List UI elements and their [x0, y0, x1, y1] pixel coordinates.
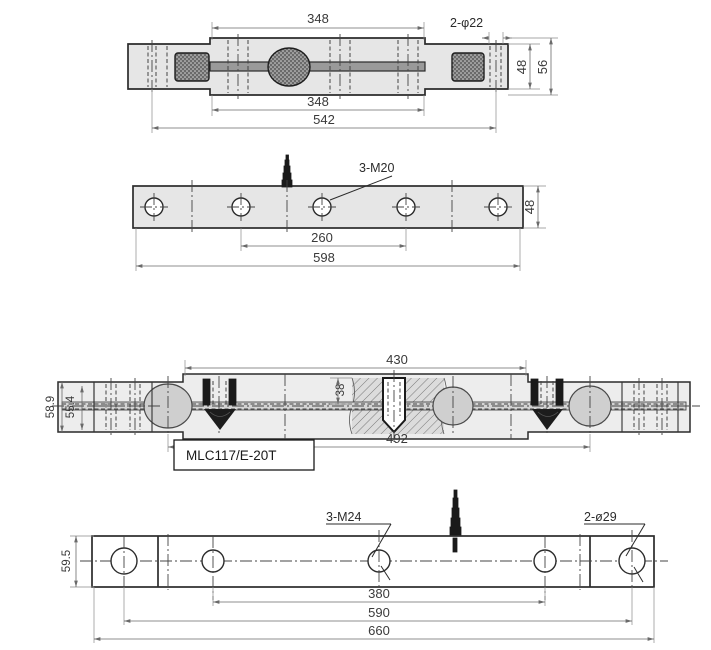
- v3-right-end-detail: [616, 378, 690, 436]
- part-label-box: [173, 439, 315, 471]
- part-label-text: MLC117/E-20T: [186, 448, 277, 463]
- v3-bolt-right: [530, 376, 564, 436]
- v4-dim-660-text: 660: [368, 623, 390, 638]
- v2-hole-group: [140, 193, 512, 221]
- v2-dim-598-text: 598: [313, 250, 335, 265]
- v1-beam-web: [209, 61, 426, 72]
- v2-callout-3-m20: 3-M20: [359, 161, 394, 175]
- v3-dim-38-text: 38: [335, 384, 347, 397]
- v1-dim-348-bottom-text: 348: [307, 94, 329, 109]
- v1-dim-48-text: 48: [514, 60, 529, 74]
- v4-callout-3-m24: 3-M24: [326, 510, 361, 524]
- v3-dim-430-text: 430: [386, 352, 408, 367]
- view-4-plan-view-large: 3-M24 2-ø29 59.5 380 590 660: [61, 489, 668, 643]
- v1-left-block: [174, 52, 210, 82]
- v4-hole-group: [110, 530, 646, 600]
- v4-dim-59-5-text: 59.5: [61, 550, 73, 572]
- v4-dim-590-text: 590: [368, 605, 390, 620]
- v4-dim-380-text: 380: [368, 586, 390, 601]
- v4-leader-line: [625, 523, 646, 557]
- v4-callout-2-phi-29: 2-ø29: [584, 510, 617, 524]
- view-3-front-elevation-large: 58.9 55.4 38 430 492 MLC117/E-20T: [45, 352, 700, 471]
- v1-center-boss: [267, 47, 311, 87]
- v3-dim-492-text: 492: [386, 431, 408, 446]
- v1-right-block: [451, 52, 485, 82]
- v1-dim-542-text: 542: [313, 112, 335, 127]
- v4-body-outline: [91, 535, 655, 588]
- v3-center-thread: [382, 370, 406, 442]
- v1-dim-56-text: 56: [535, 60, 550, 74]
- v1-dim-348-top-text: 348: [307, 11, 329, 26]
- v2-leader-line: [329, 175, 393, 201]
- v4-cable-connector: [449, 489, 462, 553]
- v3-dim-55-4-text: 55.4: [65, 395, 77, 418]
- v1-callout-2-phi-22: 2-φ22: [450, 16, 483, 30]
- v3-left-dim-frame: [57, 381, 95, 433]
- view-2-plan-view-small: 3-M20 48 260 598: [132, 154, 546, 271]
- v4-leader-tail: [633, 566, 644, 583]
- v3-dim-58-9-text: 58.9: [45, 396, 57, 418]
- v3-bolt-left: [202, 376, 237, 436]
- view-1-front-elevation-small: 348 2-φ22 48 56 348 542: [127, 11, 558, 133]
- v4-leader-line: [371, 523, 392, 558]
- v2-dim-48-text: 48: [522, 200, 537, 214]
- v4-leader-tail: [380, 565, 391, 581]
- v2-dim-260-text: 260: [311, 230, 333, 245]
